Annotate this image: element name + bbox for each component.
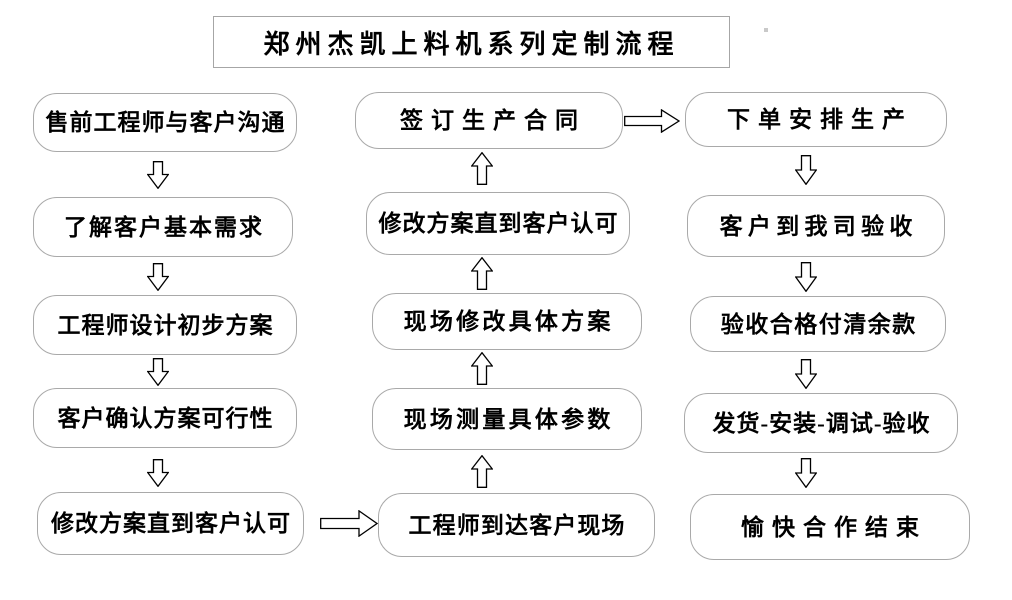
node-label: 工程师设计初步方案: [57, 312, 274, 338]
arrow-up-icon: [471, 455, 493, 488]
flowchart-title: 郑州杰凯上料机系列定制流程: [263, 29, 680, 59]
node-engineer-arrive-site: 工程师到达客户现场: [378, 493, 655, 557]
flowchart-title-box: 郑州杰凯上料机系列定制流程: [213, 16, 730, 68]
arrow-down-icon: [795, 262, 817, 292]
node-happy-cooperation-end: 愉快合作结束: [690, 494, 970, 560]
node-label: 发货-安装-调试-验收: [712, 410, 931, 436]
node-initial-design: 工程师设计初步方案: [33, 295, 297, 355]
node-understand-needs: 了解客户基本需求: [33, 197, 293, 257]
node-sign-contract: 签订生产合同: [355, 92, 623, 149]
arrow-down-icon: [795, 359, 817, 389]
node-label: 现场测量具体参数: [403, 406, 614, 432]
arrow-up-icon: [471, 352, 493, 385]
node-label: 了解客户基本需求: [64, 214, 264, 240]
arrow-down-icon: [795, 458, 817, 488]
node-label: 工程师到达客户现场: [408, 512, 626, 538]
arrow-right-icon: [624, 109, 680, 133]
node-label: 签订生产合同: [400, 108, 586, 133]
node-confirm-feasibility: 客户确认方案可行性: [33, 388, 297, 448]
arrow-up-icon: [471, 152, 493, 185]
node-revise-until-approved-1: 修改方案直到客户认可: [37, 492, 304, 555]
node-onsite-revise-plan: 现场修改具体方案: [372, 293, 642, 350]
node-customer-inspection: 客户到我司验收: [687, 195, 945, 257]
node-label: 客户确认方案可行性: [57, 405, 274, 431]
node-revise-until-approved-2: 修改方案直到客户认可: [366, 192, 630, 255]
node-label: 下单安排生产: [727, 107, 913, 132]
node-label: 客户到我司验收: [719, 213, 918, 239]
node-label: 愉快合作结束: [741, 514, 927, 540]
node-presale-communication: 售前工程师与客户沟通: [33, 93, 297, 152]
arrow-down-icon: [147, 459, 169, 487]
node-label: 售前工程师与客户沟通: [45, 110, 286, 135]
node-label: 现场修改具体方案: [403, 309, 614, 334]
node-ship-install-debug-accept: 发货-安装-调试-验收: [684, 393, 958, 453]
node-pay-balance: 验收合格付清余款: [690, 296, 946, 352]
node-order-production: 下单安排生产: [685, 92, 947, 147]
arrow-right-icon: [320, 510, 378, 537]
arrow-up-icon: [471, 257, 493, 290]
node-label: 修改方案直到客户认可: [378, 211, 619, 236]
arrow-down-icon: [147, 161, 169, 189]
artifact-dot: [764, 28, 768, 32]
node-label: 修改方案直到客户认可: [51, 511, 291, 536]
node-label: 验收合格付清余款: [720, 311, 917, 337]
arrow-down-icon: [147, 358, 169, 386]
arrow-down-icon: [795, 155, 817, 185]
node-onsite-measure-params: 现场测量具体参数: [372, 388, 642, 450]
arrow-down-icon: [147, 263, 169, 291]
